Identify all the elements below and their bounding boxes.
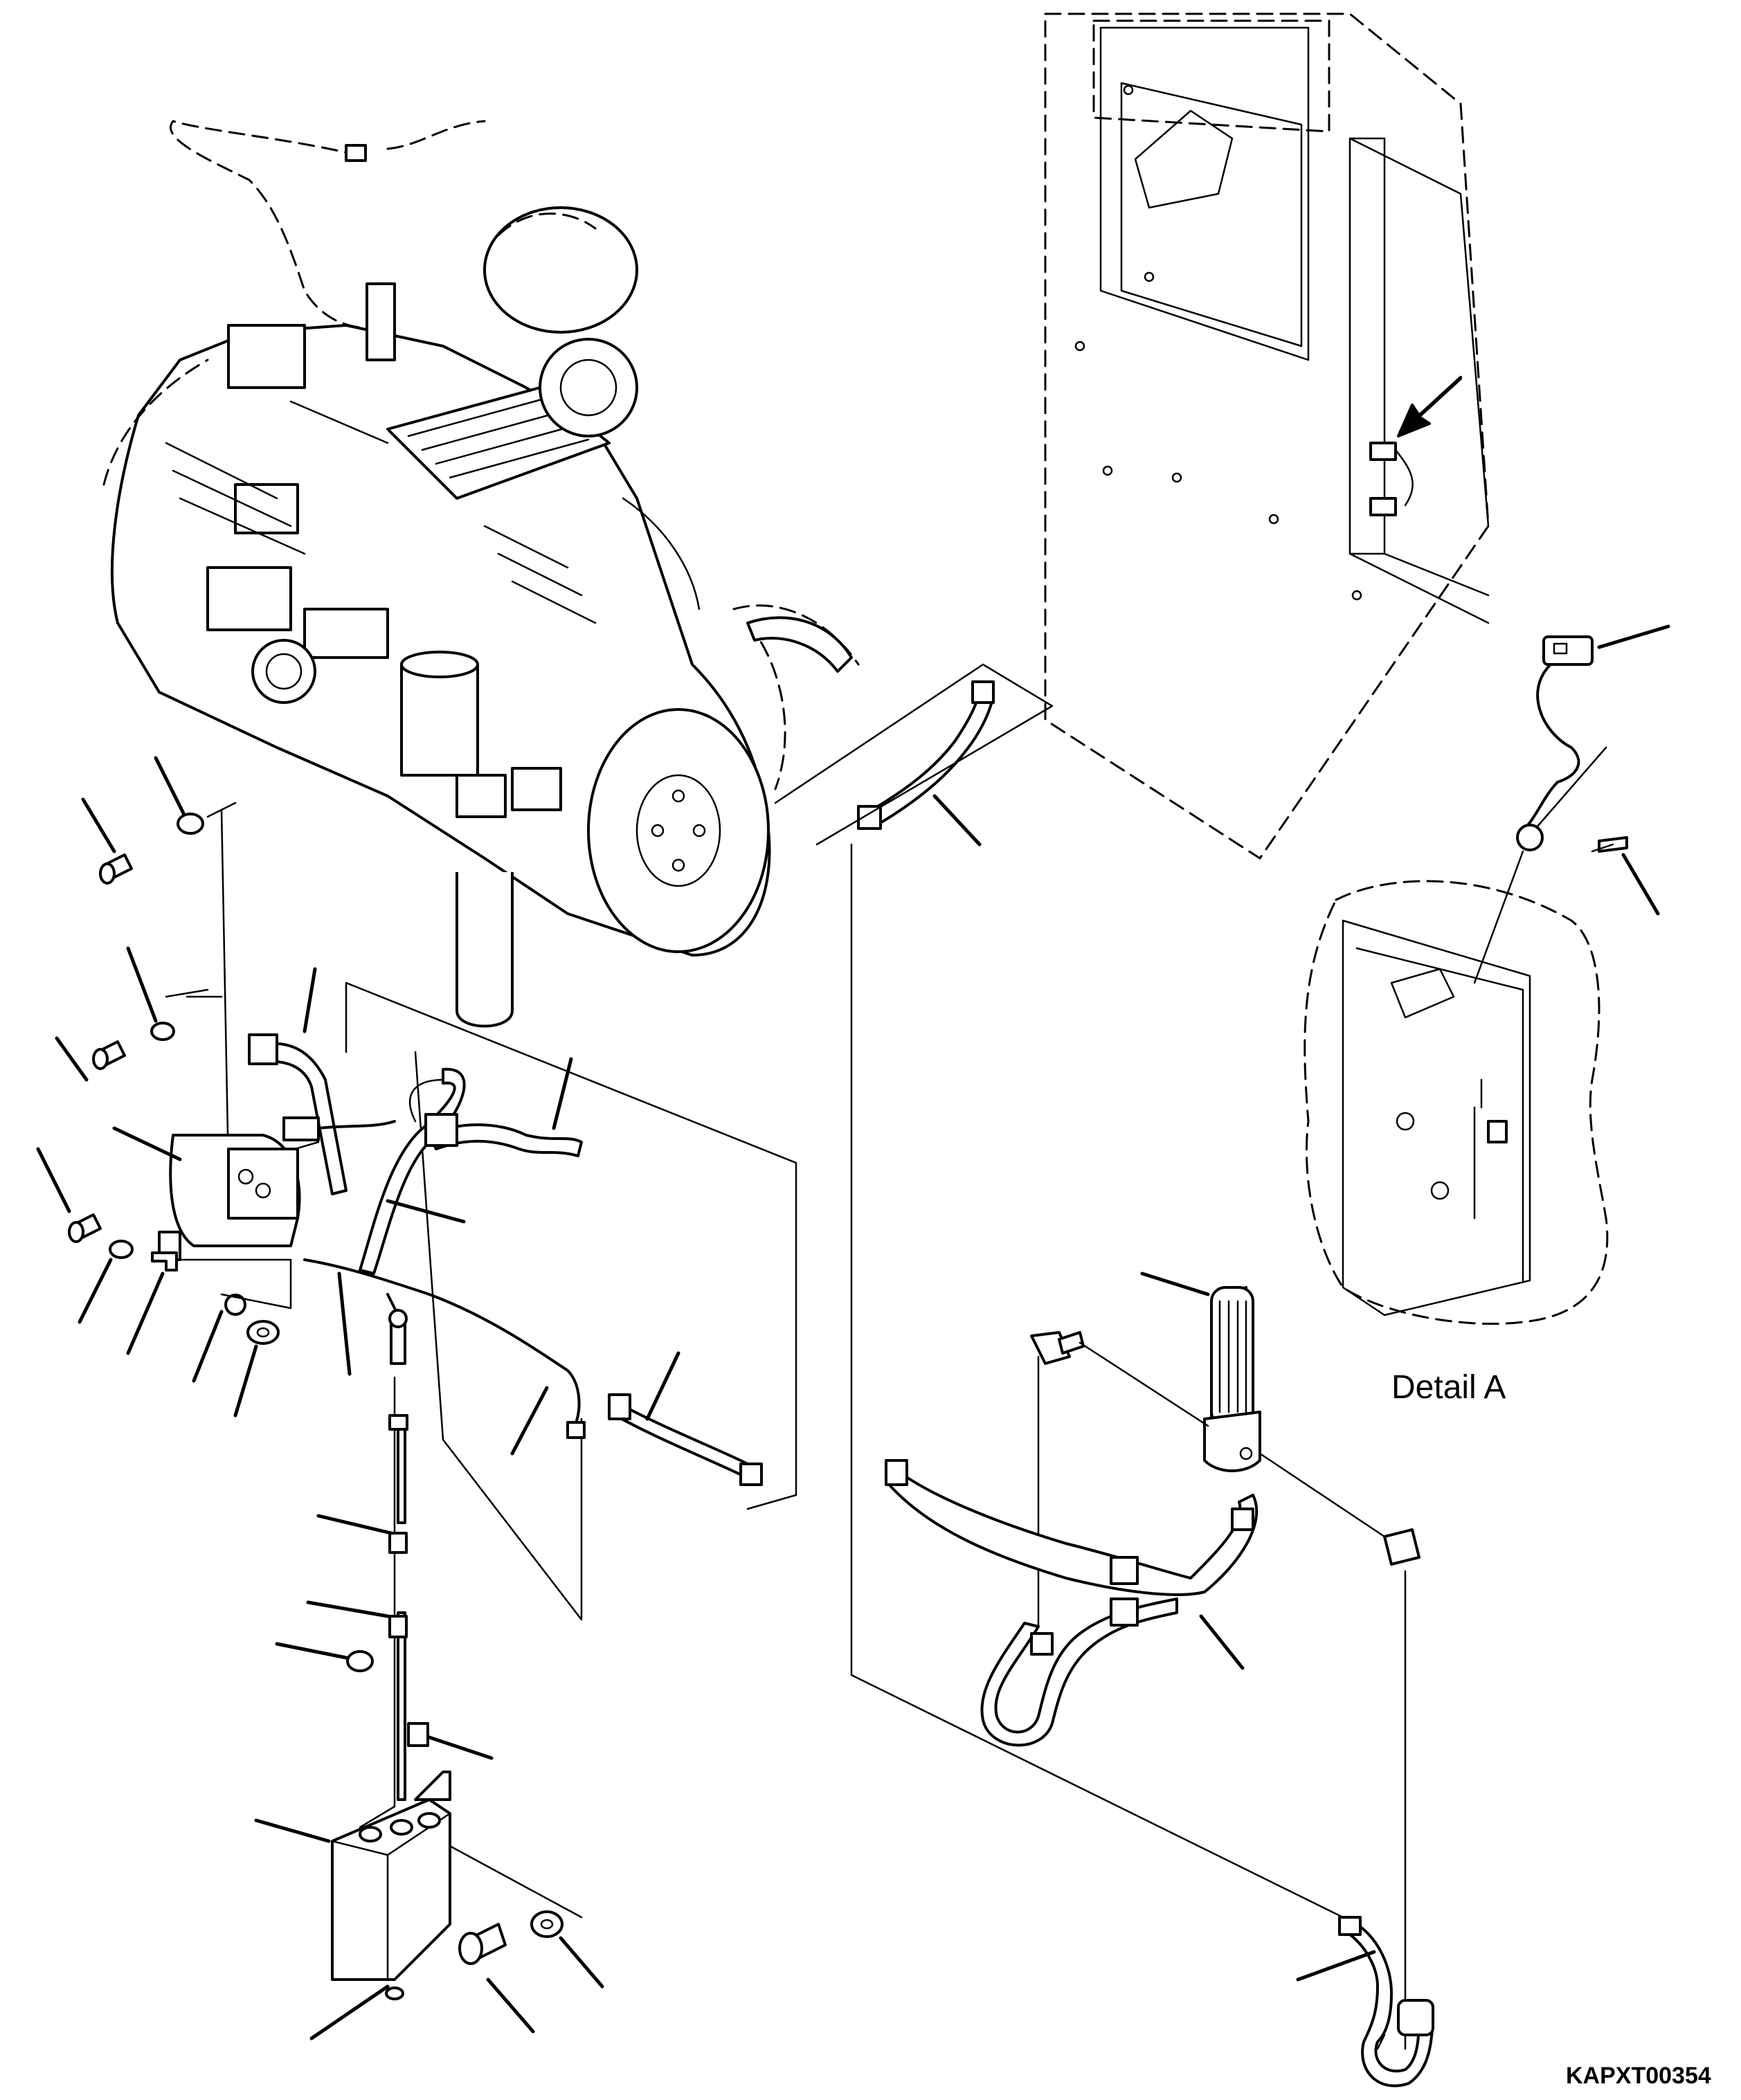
detail-a bbox=[1304, 635, 1628, 1325]
engine-assembly bbox=[102, 120, 860, 1028]
callout-leaders bbox=[36, 624, 1670, 2040]
detail-a-label: Detail A bbox=[1391, 1369, 1506, 1406]
drawing-code: KAPXT00354 bbox=[1566, 2063, 1711, 2089]
bolt-icon bbox=[99, 853, 133, 885]
arrow-pointer-icon bbox=[1397, 376, 1462, 437]
heater-assembly bbox=[68, 802, 1344, 2000]
bolt-icon bbox=[92, 1040, 126, 1070]
hose-assembly bbox=[774, 663, 1434, 2088]
cab-panel bbox=[1044, 12, 1490, 860]
bolt-icon bbox=[68, 1213, 102, 1243]
